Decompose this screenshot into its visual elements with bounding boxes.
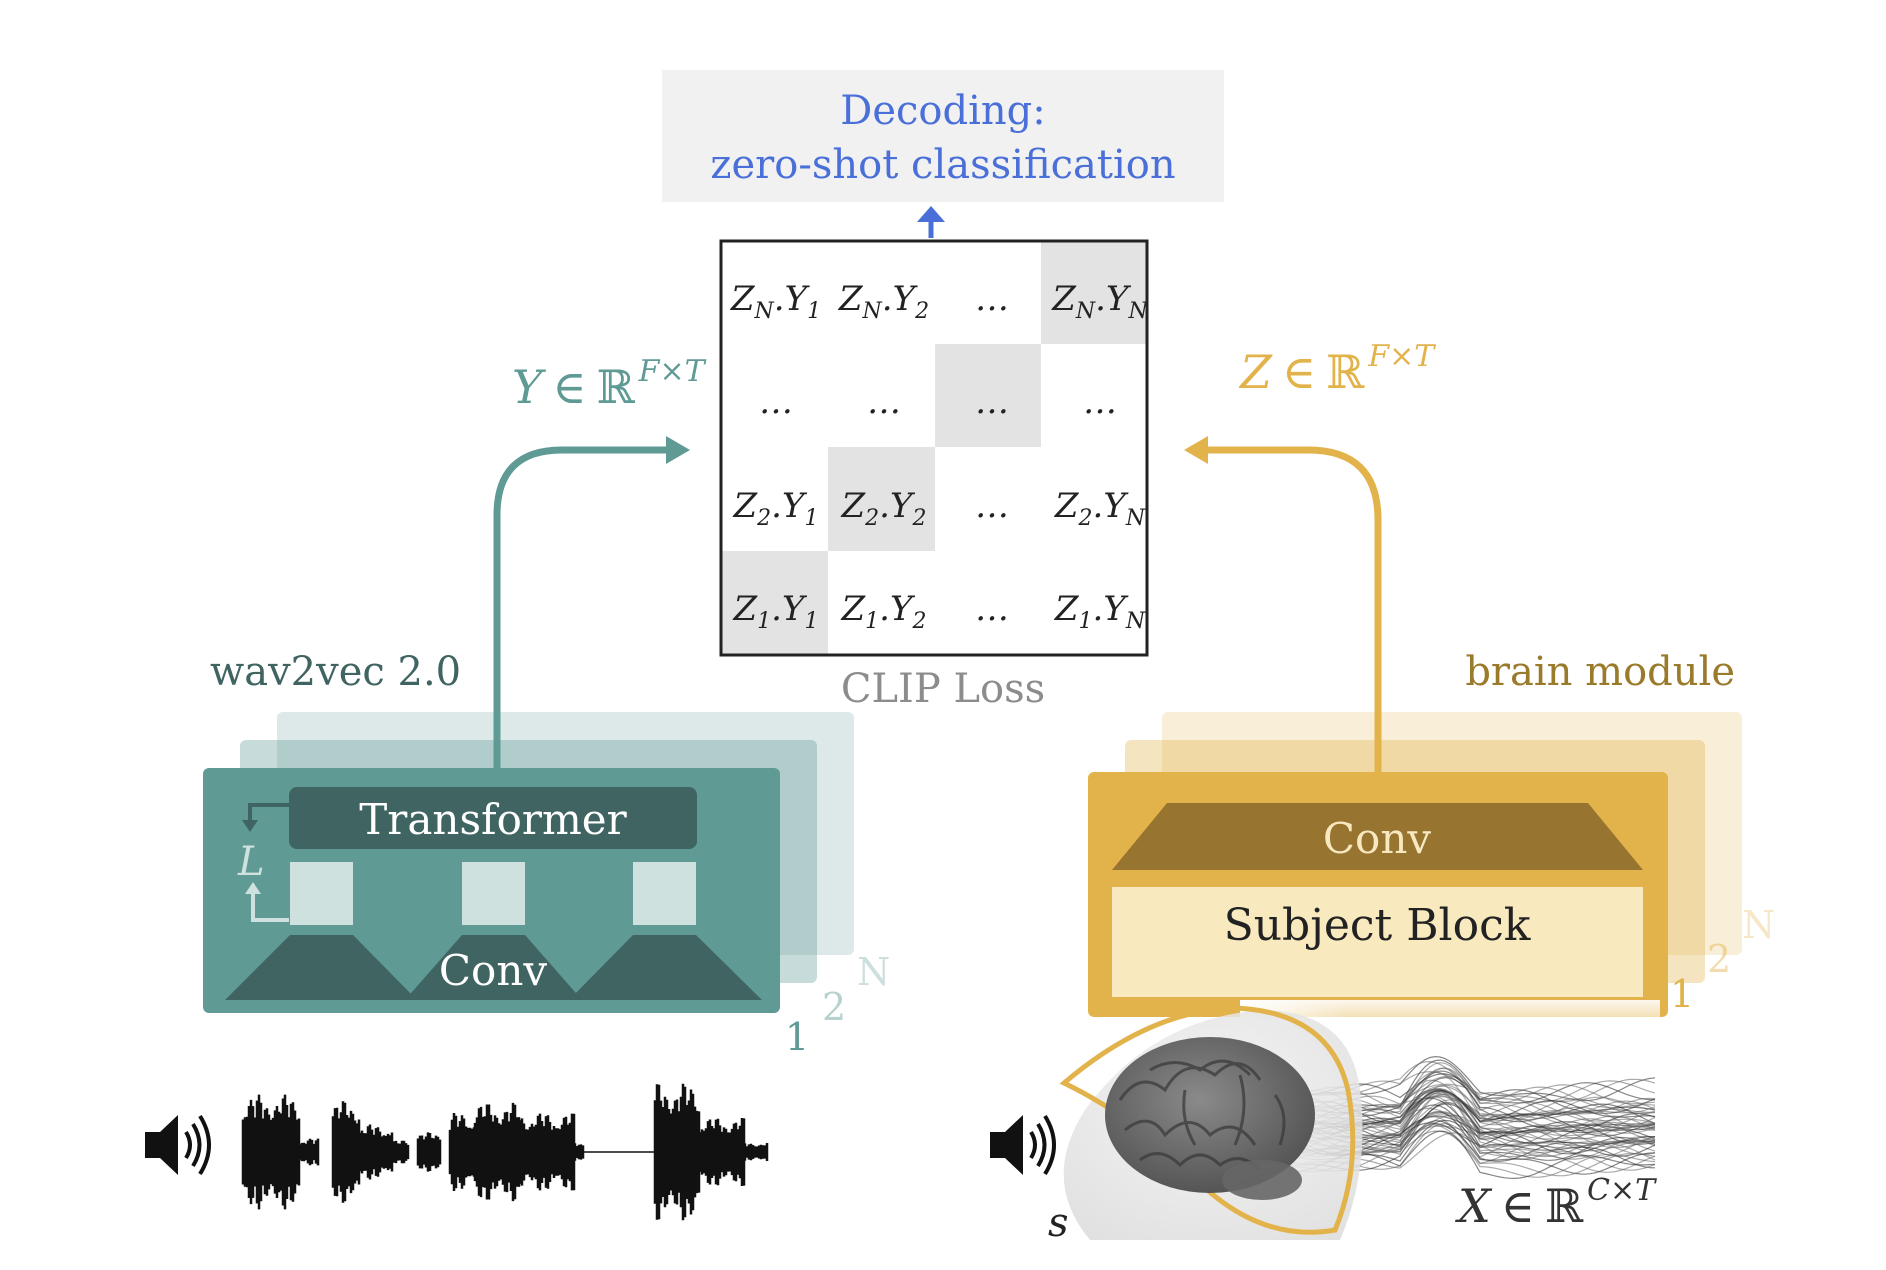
matrix-cell: ZN.Y2: [838, 279, 929, 324]
loop-label: L: [237, 839, 265, 885]
conv-label-left: Conv: [439, 946, 547, 995]
matrix-cell: ZN.YN: [1051, 279, 1148, 324]
matrix-cell: …: [975, 589, 1009, 629]
subject-label: s: [1048, 1200, 1069, 1246]
decoding-box: Decoding: zero-shot classification: [662, 70, 1224, 202]
subject-block: [1112, 887, 1643, 997]
subject-head: s: [1048, 1005, 1363, 1246]
clip-matrix: ZN.Y1 ZN.Y2 … ZN.YN … … … … Z2.Y1 Z2.Y2 … Z2.YN Z1.Y…: [719, 239, 1149, 712]
diag-cell-dots: [935, 344, 1041, 447]
layer-number-2: 2: [1707, 937, 1731, 981]
matrix-cell: Z1.Y1: [733, 589, 819, 634]
decoding-title: Decoding:: [840, 88, 1045, 134]
diag-cell-1: [722, 551, 828, 655]
conv-trapezoid: [405, 935, 582, 1000]
layer-number-n: N: [1742, 903, 1775, 947]
feature-square: [462, 862, 525, 925]
feature-square: [633, 862, 696, 925]
brain-arrow: [1205, 446, 1382, 772]
speaker-icon-right: [990, 1114, 1056, 1176]
loop-arrow-bottom: [251, 892, 289, 922]
matrix-cell: ZN.Y1: [730, 279, 821, 324]
conv-label-right: Conv: [1323, 814, 1431, 863]
diag-cell-n: [1041, 241, 1146, 344]
conv-trapezoid: [569, 935, 762, 1000]
matrix-cell: …: [1083, 382, 1117, 422]
brain-module: brain module Conv Subject Block 1 2 N Z∈…: [1088, 339, 1775, 1017]
conv-trapezoid: [225, 935, 417, 1000]
transformer-label: Transformer: [359, 795, 627, 844]
matrix-cell: …: [867, 382, 901, 422]
matrix-cell: Z1.YN: [1054, 589, 1146, 634]
layer-number-1: 1: [785, 1015, 809, 1059]
matrix-cell: …: [975, 382, 1009, 422]
clip-loss-caption: CLIP Loss: [841, 666, 1045, 712]
conv-trapezoid-brain: [1112, 803, 1643, 870]
speech-waveform: [241, 1083, 769, 1221]
layer-number-2: 2: [822, 985, 846, 1029]
wav2vec-title: wav2vec 2.0: [210, 649, 461, 695]
layer-number-1: 1: [1670, 972, 1694, 1016]
matrix-cell: …: [975, 279, 1009, 319]
wav2vec-arrow: [493, 446, 670, 768]
decoding-subtitle: zero-shot classification: [710, 142, 1175, 188]
speaker-icon-left: [145, 1114, 211, 1176]
brain-module-title: brain module: [1465, 649, 1735, 695]
wav2vec-module: wav2vec 2.0 Transformer Conv L 1 2 N: [203, 354, 890, 1059]
decoding-arrow: [917, 206, 945, 238]
transformer-block: [289, 787, 697, 849]
matrix-border: [719, 239, 1149, 657]
diag-cell-2: [828, 447, 935, 551]
matrix-cell: …: [975, 486, 1009, 526]
layer-number-n: N: [857, 950, 890, 994]
matrix-cell: …: [759, 382, 793, 422]
matrix-cell: Z2.YN: [1054, 486, 1146, 531]
loop-arrow-top: [248, 803, 289, 822]
matrix-cell: Z2.Y1: [733, 486, 819, 531]
feature-square: [290, 862, 353, 925]
matrix-cell: Z2.Y2: [841, 486, 927, 531]
subject-block-label: Subject Block: [1224, 900, 1531, 951]
matrix-cell: Z1.Y2: [841, 589, 927, 634]
